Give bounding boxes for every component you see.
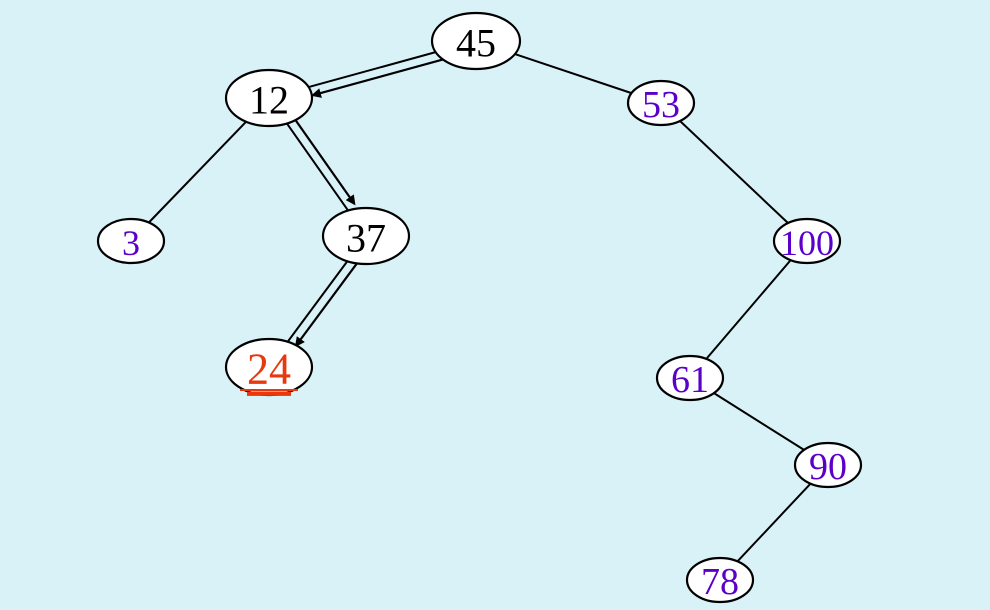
search-arrow-45-12 [310,57,448,98]
edge-100-61 [705,259,792,360]
node-37: 37 [321,206,411,266]
node-78: 78 [685,556,755,604]
node-78-ellipse [685,556,755,604]
edge-12-3 [148,121,247,224]
edge-61-90 [713,392,805,451]
edge-90-78 [736,482,812,563]
node-61: 61 [655,354,725,402]
node-37-ellipse [321,206,411,266]
node-3: 3 [96,217,166,265]
node-53: 53 [626,79,696,127]
node-53-ellipse [626,79,696,127]
search-path-arrows [287,57,448,348]
edge-45-12 [308,51,436,89]
node-45: 45 [430,11,522,71]
node-61-ellipse [655,354,725,402]
node-3-ellipse [96,217,166,265]
node-12: 12 [224,68,314,128]
edge-12-37 [286,122,349,212]
node-12-label: 12 [249,78,289,123]
node-90: 90 [793,441,863,489]
node-90-label: 90 [809,446,847,488]
node-3-label: 3 [122,223,140,263]
node-100-label: 100 [780,223,834,263]
node-45-ellipse [430,11,522,71]
node-78-label: 78 [701,561,739,603]
node-53-label: 53 [642,84,680,126]
node-45-label: 45 [456,21,496,66]
node-12-ellipse [224,68,314,128]
node-100: 100 [772,217,842,265]
edge-53-100 [679,120,789,224]
search-arrow-12-37 [287,109,356,206]
node-37-label: 37 [346,216,386,261]
search-arrow-37-24 [294,257,362,348]
node-100-ellipse [772,217,842,265]
edge-37-24 [286,260,349,343]
node-61-label: 61 [671,359,709,401]
edge-45-53 [514,53,632,95]
node-24-label: 24 [247,345,291,394]
tree-nodes: 45 12 53 3 37 100 24 61 90 78 [96,11,863,604]
node-24: 24 [224,337,314,397]
node-24-ellipse [224,337,314,397]
tree-edges [148,51,812,563]
node-90-ellipse [793,441,863,489]
